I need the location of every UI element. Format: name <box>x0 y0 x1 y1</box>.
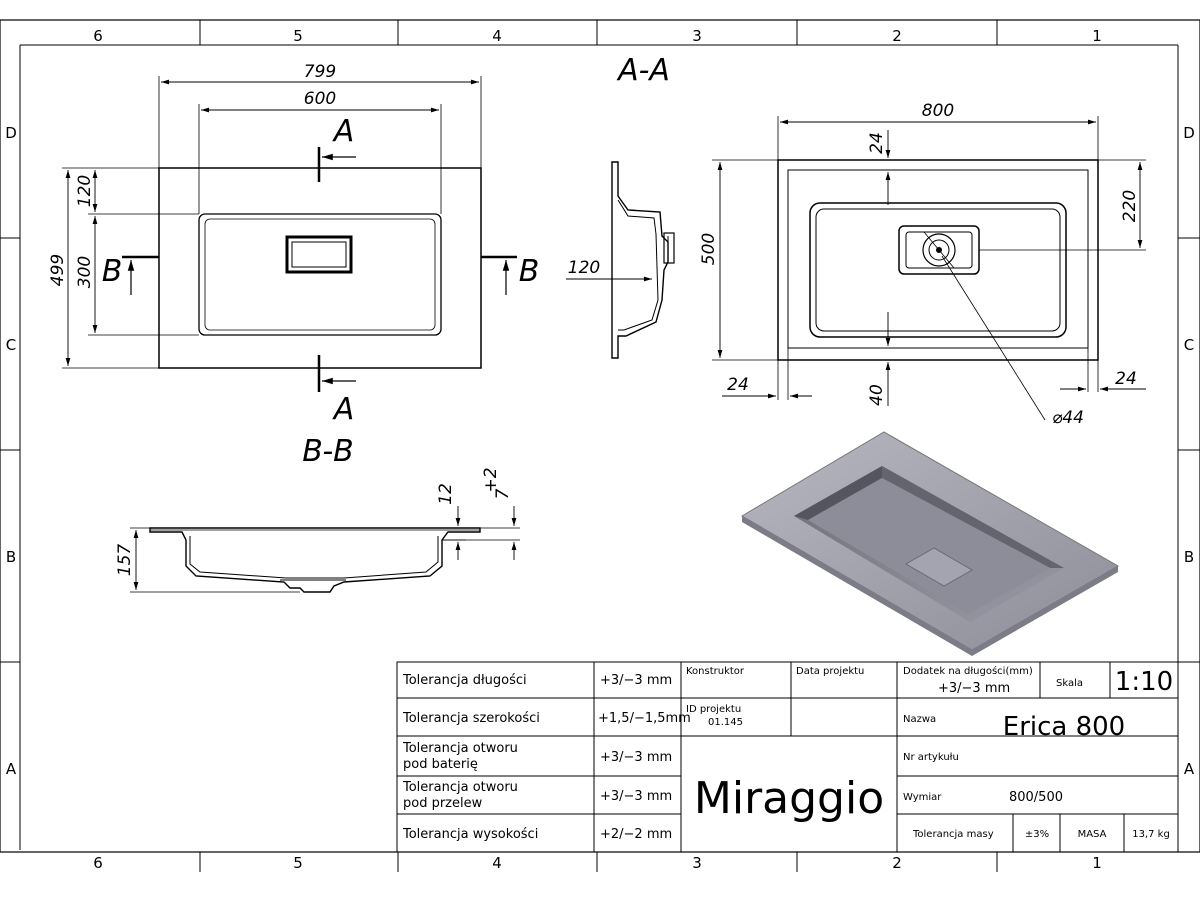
dim-plan-depth: 500 <box>699 233 719 265</box>
dim-bb-height: 157 <box>115 544 135 577</box>
tol-label: Tolerancja szerokości <box>402 711 540 726</box>
dim-top-front-margin: 120 <box>75 175 95 207</box>
tol-label: Tolerancja wysokości <box>402 827 538 842</box>
row-label: B <box>6 548 16 566</box>
section-mark-b: B <box>519 254 540 289</box>
tol-masy-label: Tolerancja masy <box>912 829 994 840</box>
tol-masy-value: ±3% <box>1025 829 1049 840</box>
title-block <box>396 661 1179 853</box>
nazwa-value: Erica 800 <box>1003 712 1125 742</box>
section-bb-view: 157 12 7 +2 <box>115 467 520 593</box>
row-label: B <box>1184 548 1194 566</box>
skala-value: 1:10 <box>1115 667 1173 697</box>
dim-plan-left-margin: 24 <box>727 375 749 395</box>
dim-bb-slope: 7 <box>493 488 513 499</box>
wymiar-label: Wymiar <box>903 792 942 803</box>
tol-value: +1,5/−1,5mm <box>598 711 691 726</box>
col-label: 3 <box>692 27 702 45</box>
dim-side-depth: 120 <box>568 258 600 278</box>
nr-artykulu-label: Nr artykułu <box>903 752 959 763</box>
tol-label: pod baterię <box>403 757 478 772</box>
masa-value: 13,7 kg <box>1132 829 1170 840</box>
top-view-bowl <box>198 213 442 336</box>
row-label: D <box>1183 124 1195 142</box>
col-label: 1 <box>1092 27 1102 45</box>
plan-view-outline <box>777 159 1099 361</box>
col-label: 5 <box>293 854 303 872</box>
tol-label: Tolerancja otworu <box>402 780 518 795</box>
section-title-bb: B-B <box>302 434 353 469</box>
dim-plan-right-margin: 24 <box>1115 369 1137 389</box>
row-label: C <box>1184 336 1194 354</box>
col-label: 6 <box>93 854 103 872</box>
col-label: 4 <box>492 854 502 872</box>
skala-label: Skala <box>1056 678 1083 689</box>
tol-value: +3/−3 mm <box>600 673 672 688</box>
data-projektu-label: Data projektu <box>796 666 864 677</box>
col-label: 3 <box>692 854 702 872</box>
dim-plan-top-margin: 24 <box>867 132 887 154</box>
col-label: 1 <box>1092 854 1102 872</box>
wymiar-value: 800/500 <box>1009 790 1063 805</box>
row-label: A <box>6 760 17 778</box>
konstruktor-label: Konstruktor <box>686 666 745 677</box>
dim-drain-diameter: ⌀44 <box>1052 408 1084 428</box>
dodatek-value: +3/−3 mm <box>938 681 1010 696</box>
top-view-outline <box>158 167 482 369</box>
id-projektu-label: ID projektu <box>686 704 741 715</box>
tol-label: Tolerancja długości <box>402 673 527 688</box>
col-label: 4 <box>492 27 502 45</box>
dim-bb-slope-tolerance: +2 <box>481 467 501 492</box>
top-view: A A B B 799 600 499 300 120 <box>48 62 539 427</box>
section-aa-view: 120 <box>566 161 675 359</box>
tol-value: +2/−2 mm <box>600 827 672 842</box>
dim-plan-drain-offset: 220 <box>1120 190 1140 222</box>
dim-top-bowl-depth: 300 <box>75 256 95 288</box>
dim-top-overall-depth: 499 <box>48 254 68 286</box>
tol-label: Tolerancja otworu <box>402 741 518 756</box>
brand-logo: Miraggio <box>694 773 884 824</box>
col-label: 6 <box>93 27 103 45</box>
grid-labels: 6 5 4 3 2 1 6 5 4 3 2 1 D C B A D C B A <box>5 27 1195 872</box>
masa-label: MASA <box>1078 829 1107 840</box>
top-view-drain-slot <box>285 235 353 274</box>
section-mark-a: A <box>332 392 355 427</box>
section-mark-a: A <box>332 114 355 149</box>
tol-label: pod przelew <box>403 796 483 811</box>
row-label: A <box>1184 760 1195 778</box>
tol-value: +3/−3 mm <box>600 750 672 765</box>
title-block-text: Tolerancja długości +3/−3 mm Tolerancja … <box>402 665 1173 842</box>
id-projektu-value: 01.145 <box>708 717 743 728</box>
dim-top-bowl-width: 600 <box>304 89 336 109</box>
sheet-frame <box>0 19 1200 872</box>
dim-plan-front-margin: 40 <box>867 384 887 406</box>
tol-value: +3/−3 mm <box>600 789 672 804</box>
col-label: 2 <box>892 27 902 45</box>
dodatek-label: Dodatek na długości(mm) <box>903 665 1033 677</box>
col-label: 2 <box>892 854 902 872</box>
plan-view: ⌀44 800 24 220 500 24 40 24 <box>699 101 1146 428</box>
dim-bb-rim: 12 <box>436 483 456 505</box>
dim-plan-width: 800 <box>922 101 954 121</box>
col-label: 5 <box>293 27 303 45</box>
row-label: D <box>5 124 17 142</box>
sink-3d-render <box>741 431 1120 656</box>
row-label: C <box>6 336 16 354</box>
plan-view-bowl <box>809 202 1067 338</box>
section-mark-b: B <box>102 254 123 289</box>
section-title-aa: A-A <box>616 53 670 88</box>
nazwa-label: Nazwa <box>903 714 936 725</box>
dim-top-overall-width: 799 <box>304 62 336 82</box>
